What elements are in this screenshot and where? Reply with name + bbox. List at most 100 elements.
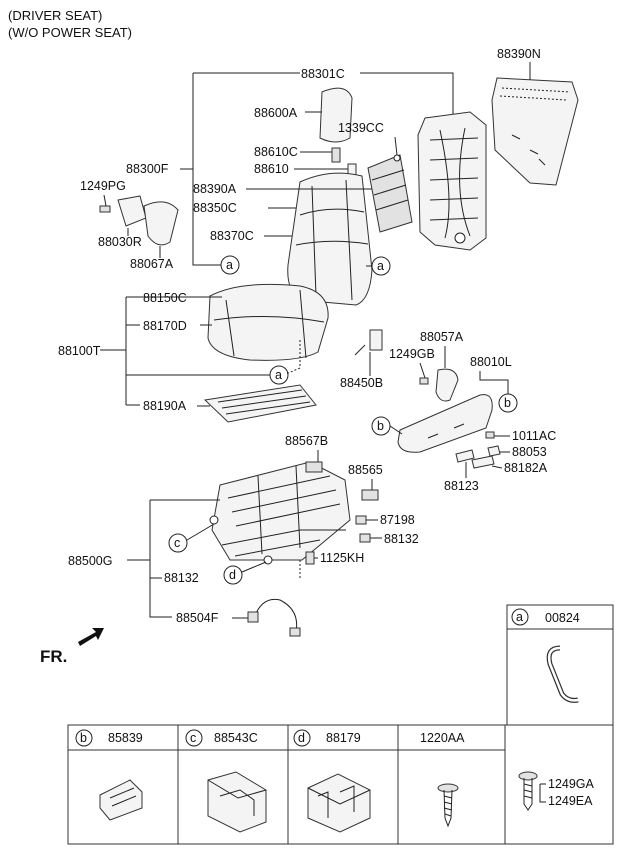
wiring-harness bbox=[247, 598, 301, 637]
label-88300f: 88300F bbox=[126, 162, 169, 176]
callout-d bbox=[223, 565, 243, 585]
callout-a-text-2: a bbox=[377, 259, 384, 273]
label-88100t: 88100T bbox=[58, 344, 101, 358]
seat-back-frame bbox=[417, 111, 487, 251]
header-driver-seat: (DRIVER SEAT) bbox=[8, 8, 102, 23]
label-88565: 88565 bbox=[348, 463, 383, 477]
bolt-1249gb bbox=[419, 377, 429, 385]
label-88567b: 88567B bbox=[285, 434, 328, 448]
label-1125kh: 1125KH bbox=[320, 551, 364, 565]
legend-b-code: 85839 bbox=[108, 731, 143, 745]
label-88057a: 88057A bbox=[420, 330, 464, 344]
legend-circle-b bbox=[75, 729, 93, 747]
knob-88123 bbox=[455, 449, 475, 463]
front-arrow-icon bbox=[78, 628, 104, 646]
label-87198: 87198 bbox=[380, 513, 415, 527]
label-1011ac: 1011AC bbox=[512, 429, 556, 443]
label-88450b: 88450B bbox=[340, 376, 383, 390]
callout-a-text-1: a bbox=[226, 258, 233, 272]
clip-1339cc bbox=[393, 154, 401, 162]
legend-d-letter: d bbox=[298, 731, 305, 745]
seat-back-board bbox=[491, 77, 579, 186]
label-88610: 88610 bbox=[254, 162, 289, 176]
callout-c bbox=[168, 533, 188, 553]
cap-88179 bbox=[307, 773, 371, 833]
lumbar-pad bbox=[367, 154, 413, 233]
bolt-88132-right bbox=[359, 533, 371, 543]
bolt-1249pg bbox=[99, 205, 111, 213]
label-88170d: 88170D bbox=[143, 319, 187, 333]
bracket-88500g bbox=[149, 499, 220, 618]
bolt-1249ga bbox=[518, 771, 538, 811]
label-88182a: 88182A bbox=[504, 461, 548, 475]
knob-88053 bbox=[487, 445, 501, 457]
recliner-cover-2 bbox=[435, 368, 459, 402]
legend-circle-a bbox=[511, 608, 529, 626]
cover-88567b bbox=[305, 461, 323, 473]
label-88132-right: 88132 bbox=[384, 532, 419, 546]
legend-d-code: 88179 bbox=[326, 731, 361, 745]
legend-c-letter: c bbox=[190, 731, 196, 745]
legend-a-code: 00824 bbox=[545, 611, 580, 625]
label-88370c: 88370C bbox=[210, 229, 254, 243]
screw-87198 bbox=[355, 515, 367, 525]
label-88030r: 88030R bbox=[98, 235, 142, 249]
callout-a-text-3: a bbox=[275, 368, 282, 382]
legend-f-code-2: 1249EA bbox=[548, 794, 593, 808]
legend-b-letter: b bbox=[80, 731, 87, 745]
label-88301c: 88301C bbox=[301, 67, 345, 81]
bolt-1125kh bbox=[305, 551, 315, 565]
label-88190a: 88190A bbox=[143, 399, 187, 413]
callout-c-text: c bbox=[174, 536, 180, 550]
callout-b-right bbox=[498, 393, 518, 413]
header-without-power-seat: (W/O POWER SEAT) bbox=[8, 25, 132, 40]
legend-a-letter: a bbox=[516, 610, 523, 624]
clip-85839 bbox=[99, 779, 143, 821]
callout-d-text: d bbox=[229, 568, 236, 582]
legend-circle-c bbox=[185, 729, 203, 747]
legend-f-code-1: 1249GA bbox=[548, 777, 595, 791]
cover-88565 bbox=[361, 489, 379, 501]
callout-a-back-left bbox=[220, 255, 240, 275]
legend-c-code: 88543C bbox=[214, 731, 258, 745]
screw-1220aa bbox=[437, 783, 459, 828]
recliner-cover bbox=[117, 195, 179, 246]
label-88600a: 88600A bbox=[254, 106, 298, 120]
callout-b-text-1: b bbox=[504, 396, 511, 410]
headrest-guide-locking bbox=[331, 147, 341, 163]
seat-back-cover bbox=[287, 172, 373, 306]
seat-cushion bbox=[207, 283, 329, 361]
label-88150c: 88150C bbox=[143, 291, 187, 305]
label-1249gb: 1249GB bbox=[389, 347, 435, 361]
label-88132-left: 88132 bbox=[164, 571, 199, 585]
label-88067a: 88067A bbox=[130, 257, 174, 271]
label-88010l: 88010L bbox=[470, 355, 512, 369]
label-88053: 88053 bbox=[512, 445, 547, 459]
label-88350c: 88350C bbox=[193, 201, 237, 215]
legend-circle-d bbox=[293, 729, 311, 747]
seat-side-shield bbox=[397, 394, 493, 453]
cushion-spring-mat bbox=[203, 384, 317, 423]
label-88610c: 88610C bbox=[254, 145, 298, 159]
label-88123: 88123 bbox=[444, 479, 479, 493]
label-88504f: 88504F bbox=[176, 611, 219, 625]
lumbar-lever-bracket bbox=[354, 329, 383, 356]
label-1339cc: 1339CC bbox=[338, 121, 384, 135]
legend-bottom-row bbox=[67, 724, 614, 845]
cap-88543c bbox=[207, 771, 267, 833]
bracket-88100t bbox=[100, 297, 127, 405]
screw-1011ac bbox=[485, 431, 495, 439]
label-88390a: 88390A bbox=[193, 182, 237, 196]
label-1249pg: 1249PG bbox=[80, 179, 126, 193]
callout-a-cushion bbox=[269, 365, 289, 385]
headrest bbox=[319, 87, 353, 143]
knob-88182a bbox=[471, 455, 495, 469]
seat-track-assembly bbox=[209, 461, 351, 565]
label-88390n: 88390N bbox=[497, 47, 541, 61]
legend-e-code: 1220AA bbox=[420, 731, 465, 745]
front-direction-label: FR. bbox=[40, 647, 67, 666]
label-88500g: 88500G bbox=[68, 554, 112, 568]
leader-88301c bbox=[193, 72, 454, 118]
callout-b-text-2: b bbox=[377, 419, 384, 433]
